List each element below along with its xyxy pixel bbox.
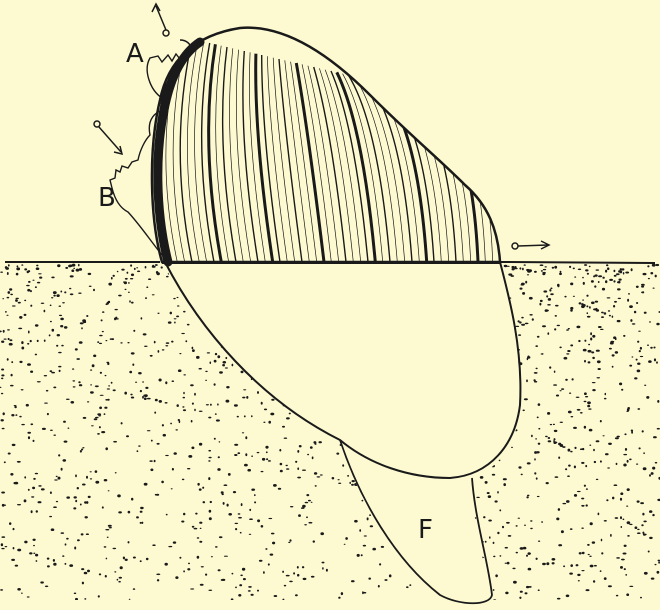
label-f: F	[418, 515, 433, 545]
arrow-icon	[512, 241, 549, 249]
foot	[340, 440, 492, 603]
arrow-icon	[152, 4, 169, 36]
sand-left	[0, 264, 441, 601]
label-b: B	[98, 183, 116, 213]
mussel-shell	[152, 28, 500, 263]
arrow-icon	[94, 121, 122, 154]
label-a: A	[126, 39, 144, 69]
sand-right	[469, 264, 660, 601]
